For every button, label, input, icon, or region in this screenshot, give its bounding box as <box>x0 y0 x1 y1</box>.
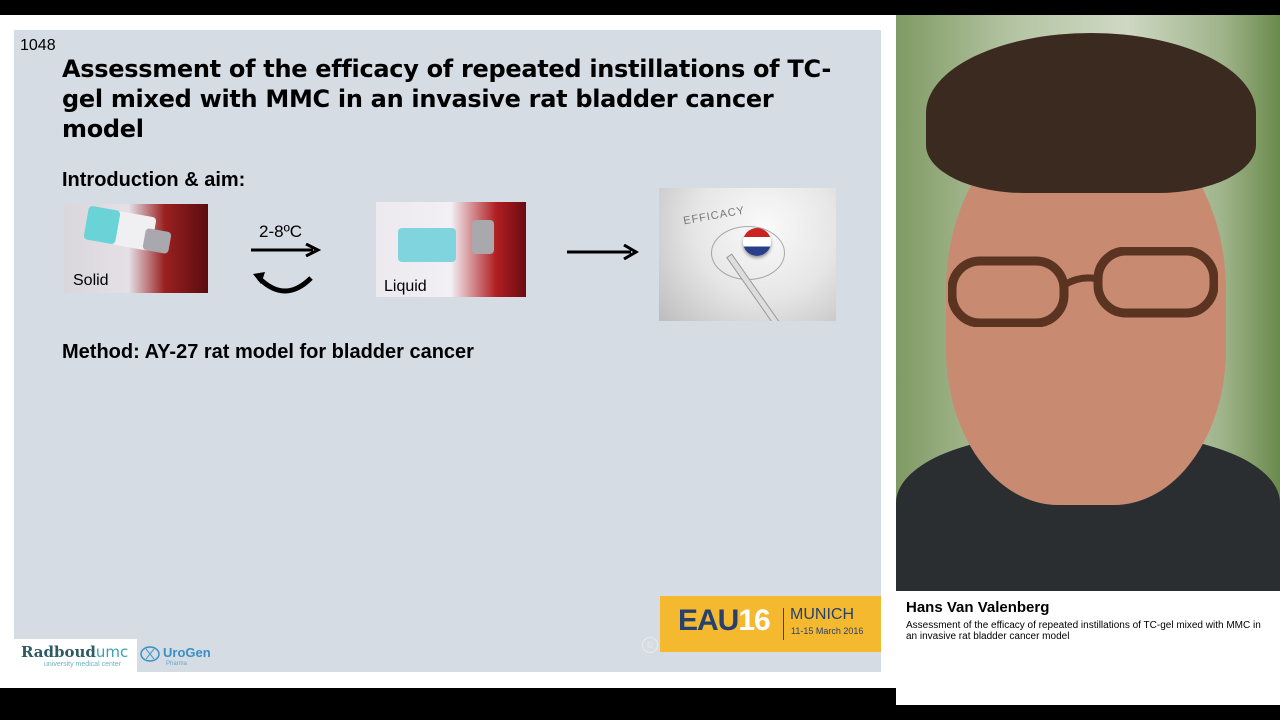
slide-title: Assessment of the efficacy of repeated i… <box>62 55 831 143</box>
liquid-label: Liquid <box>384 278 427 295</box>
urogen-subtitle: Pharma <box>166 661 188 667</box>
copyright-icon: © <box>642 637 658 653</box>
speaker-name: Hans Van Valenberg <box>906 599 1050 616</box>
speaker-hair <box>926 33 1256 193</box>
reverse-curve-arrow-icon <box>253 272 313 294</box>
radboud-logo: Radboudumc university medical center <box>14 639 137 672</box>
temperature-label: 2-8ºC <box>259 222 303 241</box>
vial-cap <box>142 227 172 255</box>
speaker-video <box>896 15 1280 591</box>
speaker-caption: Hans Van Valenberg Assessment of the eff… <box>896 591 1280 705</box>
eau-year: 16 <box>738 604 770 637</box>
eau-label: EAU <box>678 604 739 637</box>
sponsor-logos: Radboudumc university medical center Uro… <box>14 639 214 672</box>
slide-content-area <box>14 30 881 672</box>
radboud-umc: umc <box>95 643 129 661</box>
banner-dates: 11-15 March 2016 <box>791 626 864 636</box>
glasses-icon <box>948 247 1218 327</box>
bottom-letterbox <box>0 705 1280 720</box>
solid-gel <box>83 205 121 245</box>
arrow-right-icon <box>251 243 321 257</box>
banner-city: MUNICH <box>790 606 854 623</box>
top-letterbox <box>0 0 1280 15</box>
talk-title: Assessment of the efficacy of repeated i… <box>906 620 1261 642</box>
radboud-subtitle: university medical center <box>44 661 122 668</box>
dutch-flag-ball <box>743 228 771 256</box>
arrow-right-icon <box>567 244 639 260</box>
banner-divider <box>783 608 784 640</box>
liquid-gel-photo: Liquid <box>376 202 526 297</box>
eau-congress-banner: EAU16 MUNICH 11-15 March 2016 <box>660 596 881 652</box>
slide-number: 1048 <box>20 37 56 54</box>
efficacy-compass-photo: EFFICACY <box>659 188 836 321</box>
liquid-gel <box>398 228 456 262</box>
intro-heading: Introduction & aim: <box>62 169 246 191</box>
urogen-logo-icon <box>140 646 160 662</box>
solid-gel-photo: Solid <box>64 204 208 293</box>
vial-cap <box>472 220 494 254</box>
efficacy-text: EFFICACY <box>682 204 746 228</box>
method-heading: Method: AY-27 rat model for bladder canc… <box>62 341 474 363</box>
solid-label: Solid <box>73 272 109 289</box>
radboud-name: Radboud <box>21 643 96 661</box>
urogen-name: UroGen <box>163 645 211 660</box>
